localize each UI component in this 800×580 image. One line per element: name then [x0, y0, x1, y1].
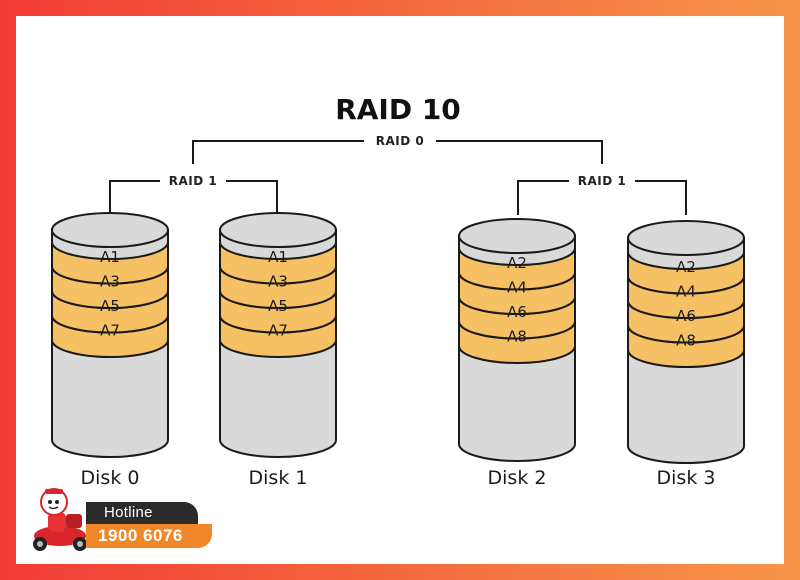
- disk-2-block-0: [458, 247, 576, 291]
- disk-3-block-label-3: A8: [676, 332, 696, 350]
- raid0-connector: [192, 140, 603, 164]
- disk-1-block-label-0: A1: [268, 248, 288, 266]
- disk-3-block-0: [627, 251, 745, 295]
- hotline-label: Hotline: [104, 504, 153, 521]
- disk-1-block-label-2: A5: [268, 297, 288, 315]
- diagram-title: RAID 10: [335, 93, 461, 126]
- disk-2-block-label-2: A6: [507, 303, 527, 321]
- raid1-label-left: RAID 1: [169, 174, 217, 188]
- raid1-connector-left: [109, 180, 278, 212]
- disk-label-2: Disk 2: [488, 467, 547, 489]
- disk-1-block-0: [219, 241, 337, 285]
- disk-label-0: Disk 0: [81, 467, 140, 489]
- delivery-scooter-mascot-icon: [33, 488, 87, 551]
- disk-2-block-label-3: A8: [507, 328, 527, 346]
- hotline-label-bar: [86, 502, 198, 524]
- disk-3-block-label-0: A2: [676, 258, 696, 276]
- hotline-number-bar: [86, 524, 212, 548]
- disk-0-top: [51, 212, 169, 248]
- disk-3-block-label-2: A6: [676, 307, 696, 325]
- raid0-label: RAID 0: [376, 134, 424, 148]
- disk-2-block-label-1: A4: [507, 279, 527, 297]
- disk-3-block-label-1: A4: [676, 283, 696, 301]
- disk-3-top: [627, 220, 745, 256]
- disk-2-top: [458, 218, 576, 254]
- disk-0-block-label-3: A7: [100, 322, 120, 340]
- hotline-number: 1900 6076: [98, 526, 183, 545]
- disk-label-1: Disk 1: [249, 467, 308, 489]
- disk-label-3: Disk 3: [657, 467, 716, 489]
- hotline-badge[interactable]: Hotline 1900 6076: [26, 484, 212, 556]
- disk-0-block-0: [51, 241, 169, 285]
- disk-2-block-label-0: A2: [507, 254, 527, 272]
- disk-1-block-label-1: A3: [268, 273, 288, 291]
- disk-0-block-label-0: A1: [100, 248, 120, 266]
- disk-1-top: [219, 212, 337, 248]
- disk-0-block-label-2: A5: [100, 297, 120, 315]
- raid1-label-right: RAID 1: [578, 174, 626, 188]
- raid1-connector-right: [517, 180, 687, 215]
- disk-0-block-label-1: A3: [100, 273, 120, 291]
- disk-1-block-label-3: A7: [268, 322, 288, 340]
